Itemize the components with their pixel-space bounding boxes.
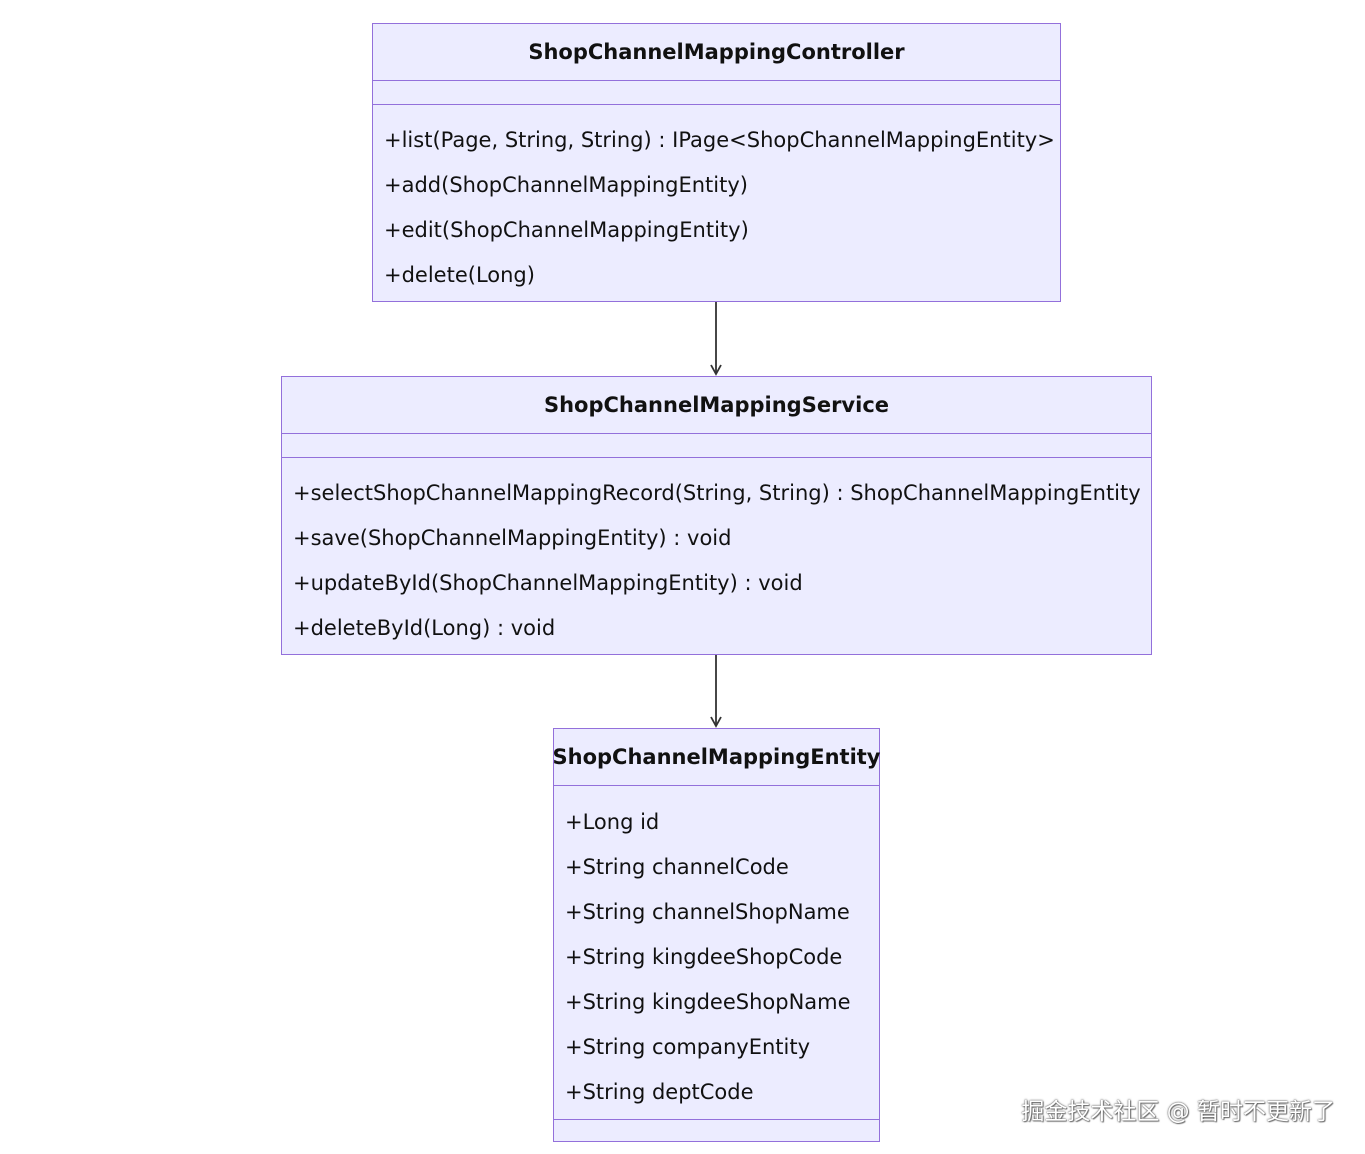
attribute: +String kingdeeShopName — [565, 990, 851, 1014]
watermark: 掘金技术社区 @ 暂时不更新了 — [1021, 1099, 1335, 1125]
method: +selectShopChannelMappingRecord(String, … — [293, 481, 1141, 505]
class-entity-methods — [554, 1120, 879, 1136]
class-service-name: ShopChannelMappingService — [282, 377, 1151, 434]
attribute: +Long id — [565, 810, 660, 834]
class-controller-name: ShopChannelMappingController — [373, 24, 1060, 81]
class-entity-attributes: +Long id +String channelCode +String cha… — [554, 786, 879, 1120]
method: +updateById(ShopChannelMappingEntity) : … — [293, 571, 803, 595]
attribute: +String channelCode — [565, 855, 789, 879]
attribute: +String companyEntity — [565, 1035, 811, 1059]
method: +edit(ShopChannelMappingEntity) — [384, 218, 749, 242]
class-service-methods: +selectShopChannelMappingRecord(String, … — [282, 458, 1151, 651]
class-controller[interactable]: ShopChannelMappingController +list(Page,… — [372, 23, 1061, 302]
class-entity[interactable]: ShopChannelMappingEntity +Long id +Strin… — [553, 728, 881, 1142]
class-controller-methods: +list(Page, String, String) : IPage<Shop… — [373, 105, 1060, 298]
attribute: +String deptCode — [565, 1080, 754, 1104]
method: +list(Page, String, String) : IPage<Shop… — [384, 128, 1055, 152]
attribute: +String kingdeeShopCode — [565, 945, 843, 969]
class-controller-attributes — [373, 81, 1060, 105]
attribute: +String channelShopName — [565, 900, 850, 924]
class-service[interactable]: ShopChannelMappingService +selectShopCha… — [281, 376, 1152, 655]
method: +save(ShopChannelMappingEntity) : void — [293, 526, 732, 550]
class-service-attributes — [282, 434, 1151, 458]
class-entity-name: ShopChannelMappingEntity — [553, 729, 881, 786]
method: +delete(Long) — [384, 263, 535, 287]
method: +add(ShopChannelMappingEntity) — [384, 173, 748, 197]
method: +deleteById(Long) : void — [293, 616, 556, 640]
